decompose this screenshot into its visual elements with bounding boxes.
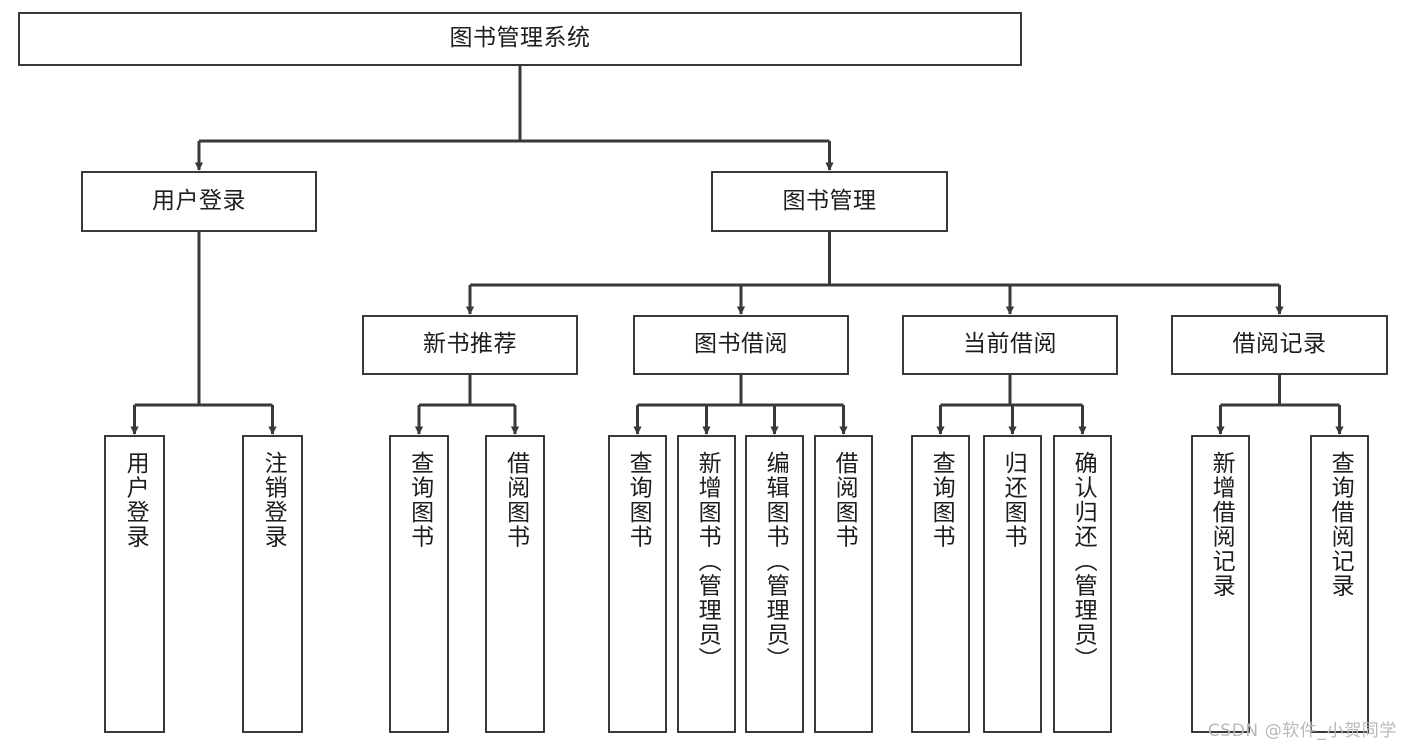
node-label: 查询图书 bbox=[406, 451, 433, 549]
node-root[interactable]: 图书管理系统 bbox=[18, 12, 1022, 66]
node-leaf-new-borrow[interactable]: 借阅图书 bbox=[485, 435, 545, 733]
node-label: 用户登录 bbox=[122, 451, 149, 549]
node-leaf-cur-return[interactable]: 归还图书 bbox=[983, 435, 1042, 733]
node-l3-record[interactable]: 借阅记录 bbox=[1171, 315, 1388, 375]
node-label: 编辑图书（管理员） bbox=[762, 451, 789, 672]
node-label: 归还图书 bbox=[1000, 451, 1027, 549]
node-label: 图书借阅 bbox=[694, 331, 788, 358]
node-label: 新增借阅记录 bbox=[1208, 451, 1235, 598]
node-leaf-borrow-add[interactable]: 新增图书（管理员） bbox=[677, 435, 736, 733]
csdn-watermark: CSDN @软件_小贺同学 bbox=[1207, 721, 1397, 741]
node-label: 借阅图书 bbox=[502, 451, 529, 549]
node-leaf-user-logout[interactable]: 注销登录 bbox=[242, 435, 303, 733]
node-label: 注销登录 bbox=[260, 451, 287, 549]
node-label: 借阅图书 bbox=[831, 451, 858, 549]
node-l2-book[interactable]: 图书管理 bbox=[711, 171, 948, 232]
node-leaf-cur-query[interactable]: 查询图书 bbox=[911, 435, 970, 733]
node-label: 借阅记录 bbox=[1232, 331, 1327, 358]
node-label: 用户登录 bbox=[152, 187, 246, 214]
node-leaf-rec-add[interactable]: 新增借阅记录 bbox=[1191, 435, 1250, 733]
node-l2-user[interactable]: 用户登录 bbox=[81, 171, 317, 232]
node-label: 确认归还（管理员） bbox=[1070, 451, 1097, 672]
node-leaf-borrow-do[interactable]: 借阅图书 bbox=[814, 435, 873, 733]
node-label: 查询图书 bbox=[625, 451, 652, 549]
node-l3-current[interactable]: 当前借阅 bbox=[902, 315, 1118, 375]
node-leaf-user-login[interactable]: 用户登录 bbox=[104, 435, 165, 733]
node-label: 当前借阅 bbox=[963, 331, 1057, 358]
node-leaf-rec-query[interactable]: 查询借阅记录 bbox=[1310, 435, 1369, 733]
node-leaf-cur-confirm[interactable]: 确认归还（管理员） bbox=[1053, 435, 1112, 733]
node-leaf-new-query[interactable]: 查询图书 bbox=[389, 435, 449, 733]
node-leaf-borrow-edit[interactable]: 编辑图书（管理员） bbox=[745, 435, 804, 733]
node-label: 图书管理 bbox=[782, 187, 877, 214]
node-leaf-borrow-query[interactable]: 查询图书 bbox=[608, 435, 667, 733]
node-l3-new[interactable]: 新书推荐 bbox=[362, 315, 578, 375]
node-label: 查询借阅记录 bbox=[1327, 451, 1354, 598]
node-label: 图书管理系统 bbox=[449, 25, 591, 52]
node-l3-borrow[interactable]: 图书借阅 bbox=[633, 315, 849, 375]
node-label: 查询图书 bbox=[928, 451, 955, 549]
node-label: 新增图书（管理员） bbox=[694, 451, 721, 672]
node-label: 新书推荐 bbox=[423, 331, 517, 358]
